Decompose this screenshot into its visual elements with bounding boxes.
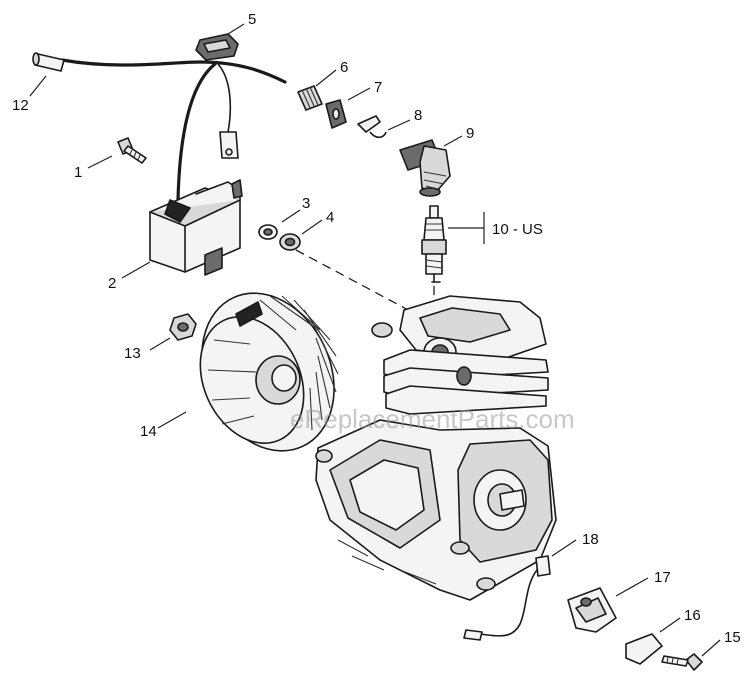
callout-5[interactable]: 5 [248,11,256,28]
callout-17[interactable]: 17 [654,569,671,586]
leader-3 [281,209,301,223]
part-14-flywheel[interactable] [177,271,359,472]
part-6-spring[interactable] [297,85,323,111]
callout-15[interactable]: 15 [724,629,741,646]
callout-3[interactable]: 3 [302,195,310,212]
leader-12 [29,75,47,97]
part-7-clip[interactable] [325,99,347,129]
callout-9[interactable]: 9 [466,125,474,142]
part-2-ignition-coil[interactable] [149,179,243,276]
callout-4[interactable]: 4 [326,209,334,226]
callout-1[interactable]: 1 [74,164,82,181]
callout-labels: 12 5 1 2 3 4 6 7 8 9 10 - US 13 14 18 17… [12,11,741,646]
leader-8 [387,119,411,131]
part-12-spark-wire[interactable] [32,52,287,84]
engine-block [315,295,557,601]
part-9-plug-boot[interactable] [399,139,451,197]
leader-7 [347,87,371,101]
leader-1 [87,155,113,169]
leader-18 [551,539,577,557]
coil-wires [176,62,239,202]
part-4-nut[interactable] [279,233,301,251]
callout-16[interactable]: 16 [684,607,701,624]
leader-15 [701,639,721,657]
leader-9 [443,135,463,147]
part-1-screw[interactable] [117,137,147,164]
part-13-nut[interactable] [169,313,197,341]
leader-5 [227,23,245,35]
part-16-clip[interactable] [625,633,663,665]
leader-6 [315,69,337,87]
watermark: eReplacementParts.com [290,404,575,434]
callout-14[interactable]: 14 [140,423,157,440]
alignment-line-coil [295,249,413,313]
part-10-spark-plug[interactable] [421,205,447,283]
callout-13[interactable]: 13 [124,345,141,362]
callout-10[interactable]: 10 - US [492,221,543,238]
callout-7[interactable]: 7 [374,79,382,96]
callout-6[interactable]: 6 [340,59,348,76]
part-8-contact[interactable] [357,115,387,139]
callout-8[interactable]: 8 [414,107,422,124]
part-3-washer[interactable] [258,224,278,240]
part-18-ground-wire[interactable] [463,555,551,641]
leader-16 [659,617,681,633]
callout-12[interactable]: 12 [12,97,29,114]
leader-14 [157,411,187,429]
leader-2 [121,261,151,279]
part-17-switch[interactable] [567,587,617,633]
leader-13 [149,337,171,351]
callout-18[interactable]: 18 [582,531,599,548]
part-5-grommet[interactable] [195,33,239,61]
leader-4 [301,219,323,235]
callout-2[interactable]: 2 [108,275,116,292]
part-15-screw[interactable] [661,653,703,671]
leader-lines [29,23,721,657]
leader-17 [615,577,649,597]
